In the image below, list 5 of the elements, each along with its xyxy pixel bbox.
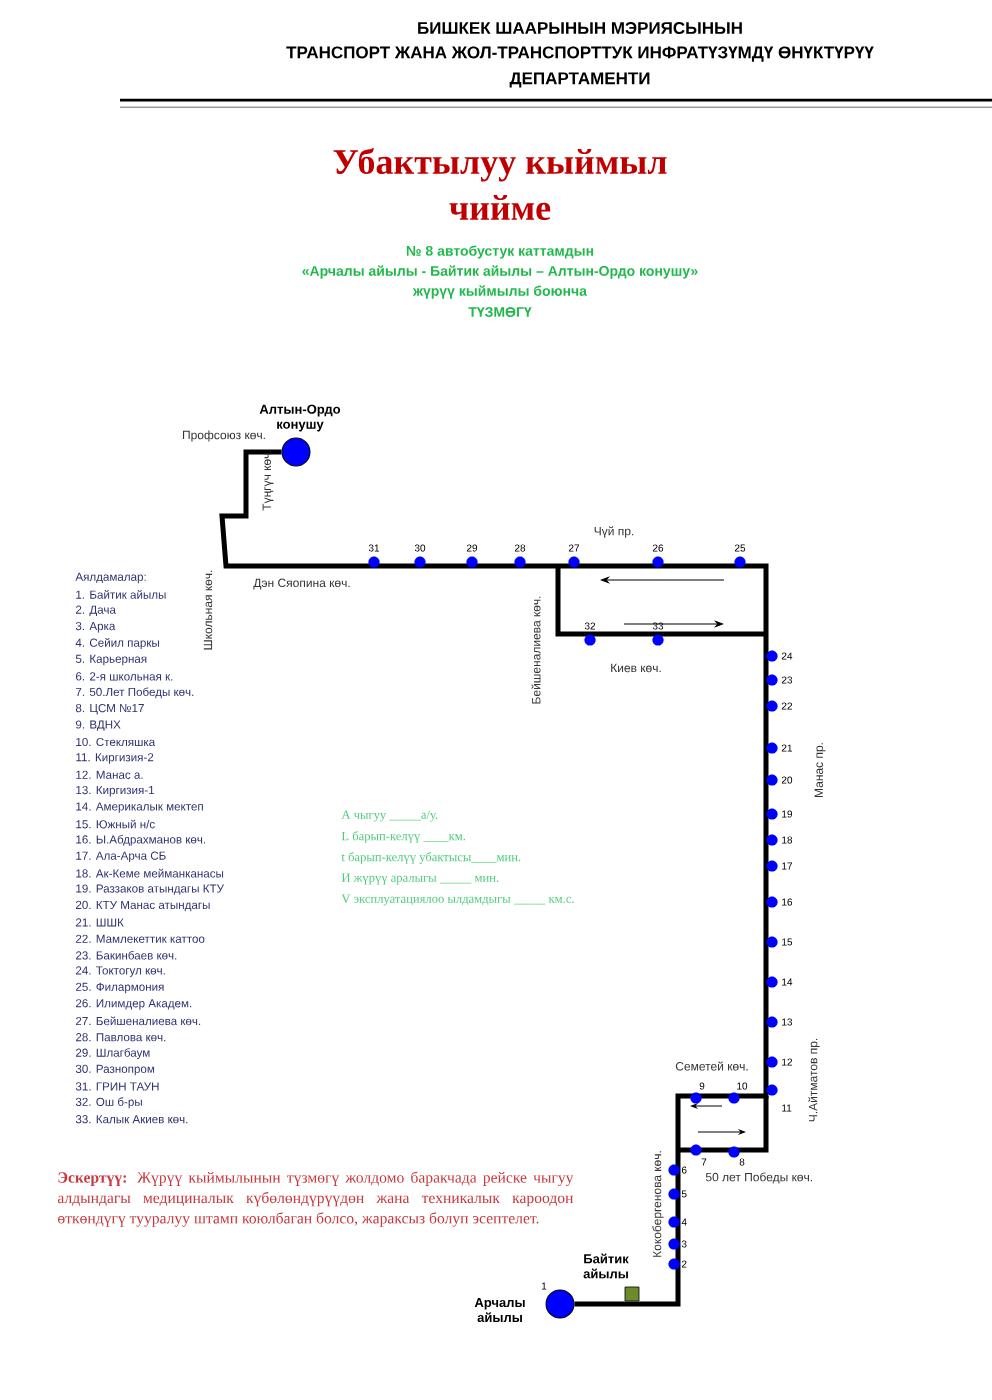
header-text: ДЕПАРТАМЕНТИ bbox=[509, 72, 650, 88]
title: Убактылуу кыймыл чийме bbox=[333, 147, 667, 221]
header-text: БИШКЕК ШААРЫНЫН МЭРИЯСЫНЫН bbox=[418, 22, 742, 34]
route-line bbox=[219, 449, 769, 1307]
header-text: ТРАНСПОРТ ЖАНА ЖОЛ-ТРАНСПОРТТУК ИНФРАТҮЗҮМДҮ ӨНҮКТҮРҮҮ bbox=[286, 46, 874, 62]
